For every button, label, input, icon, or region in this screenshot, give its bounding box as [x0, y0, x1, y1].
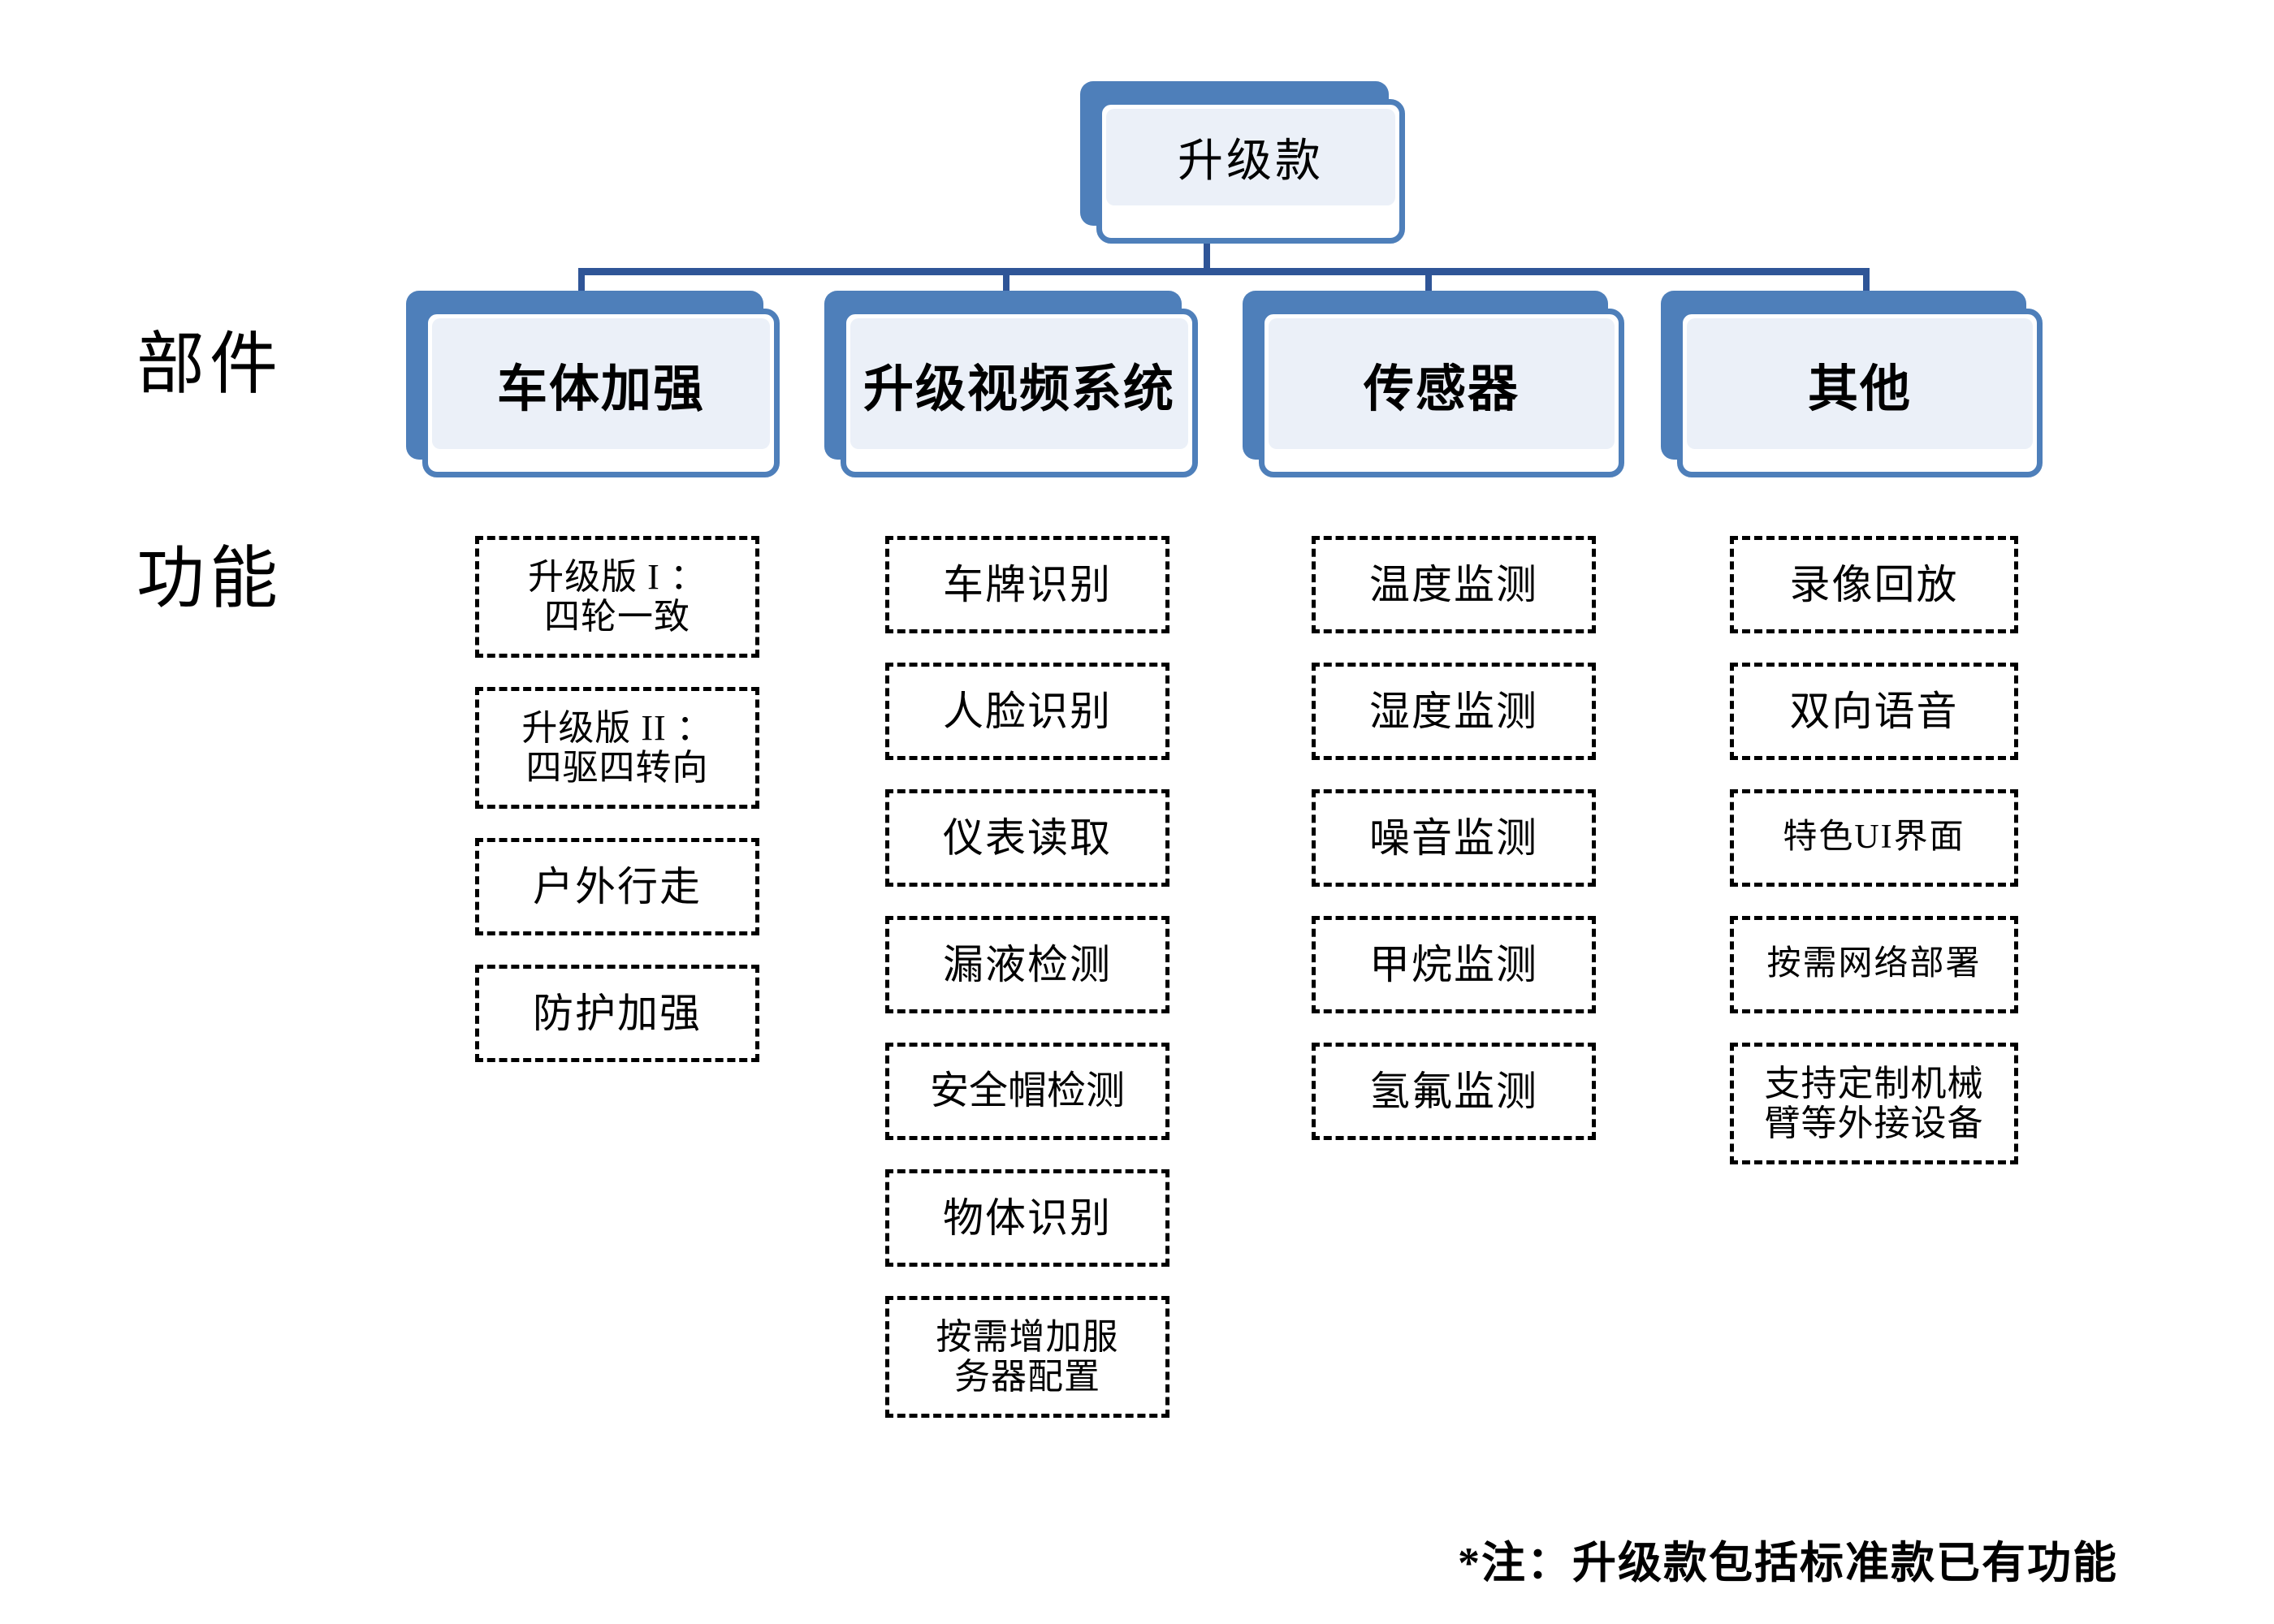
connector-drop-2: [1003, 271, 1009, 294]
function-box[interactable]: 录像回放: [1730, 536, 2018, 633]
function-box[interactable]: 车牌识别: [885, 536, 1169, 633]
function-box-label: 特色UI界面: [1783, 818, 1965, 857]
function-box[interactable]: 按需增加服 务器配置: [885, 1296, 1169, 1418]
function-box[interactable]: 特色UI界面: [1730, 789, 2018, 887]
connector-drop-1: [578, 271, 585, 294]
node-root-label: 升级款: [1178, 136, 1324, 187]
node-component-2-label: 升级视频系统: [862, 361, 1175, 417]
function-box-label: 按需网络部署: [1766, 945, 1982, 983]
function-box[interactable]: 仪表读取: [885, 789, 1169, 887]
function-box-label: 户外行走: [533, 864, 702, 909]
row-label-components: 部件: [136, 327, 283, 403]
function-box[interactable]: 氢氟监测: [1312, 1043, 1596, 1140]
node-component-2[interactable]: 升级视频系统: [824, 291, 1198, 477]
function-box-label: 升级版 II ： 四驱四转向: [521, 707, 713, 788]
node-component-4[interactable]: 其他: [1661, 291, 2043, 477]
function-box[interactable]: 漏液检测: [885, 916, 1169, 1013]
function-box-label: 安全帽检测: [929, 1069, 1125, 1113]
connector-root-stem: [1204, 244, 1210, 273]
node-component-3-front-card: 传感器: [1259, 309, 1624, 477]
node-root[interactable]: 升级款: [1080, 81, 1405, 244]
function-column-1: 升级版 I ： 四轮一致升级版 II ： 四驱四转向户外行走防护加强: [475, 536, 759, 1091]
function-box-label: 防护加强: [533, 991, 702, 1036]
function-column-2: 车牌识别人脸识别仪表读取漏液检测安全帽检测物体识别按需增加服 务器配置: [885, 536, 1169, 1447]
function-box-label: 车牌识别: [943, 562, 1112, 607]
function-box[interactable]: 温度监测: [1312, 536, 1596, 633]
connector-drop-3: [1425, 271, 1432, 294]
function-box-label: 甲烷监测: [1369, 942, 1538, 987]
function-box-label: 支持定制机械 臂等外接设备: [1764, 1063, 1984, 1143]
node-root-panel: 升级款: [1106, 109, 1395, 205]
function-box[interactable]: 双向语音: [1730, 663, 2018, 760]
function-box-label: 温度监测: [1369, 562, 1538, 607]
function-box-label: 按需增加服 务器配置: [936, 1316, 1119, 1397]
footnote-note: *注：升级款包括标准款已有功能: [1458, 1539, 2118, 1587]
function-box[interactable]: 甲烷监测: [1312, 916, 1596, 1013]
row-label-functions: 功能: [136, 542, 283, 617]
function-box[interactable]: 升级版 I ： 四轮一致: [475, 536, 759, 658]
function-box[interactable]: 升级版 II ： 四驱四转向: [475, 687, 759, 809]
function-box-label: 噪音监测: [1369, 815, 1538, 861]
function-box-label: 漏液检测: [943, 942, 1112, 987]
node-component-4-front-card: 其他: [1677, 309, 2043, 477]
node-component-3-panel: 传感器: [1269, 318, 1615, 449]
function-box[interactable]: 噪音监测: [1312, 789, 1596, 887]
node-component-1-front-card: 车体加强: [422, 309, 780, 477]
node-component-2-panel: 升级视频系统: [850, 318, 1188, 449]
node-component-4-panel: 其他: [1687, 318, 2033, 449]
node-component-4-label: 其他: [1807, 361, 1912, 417]
node-component-1-label: 车体加强: [496, 361, 705, 417]
function-box-label: 湿度监测: [1369, 689, 1538, 734]
function-box-label: 录像回放: [1789, 562, 1959, 607]
function-box[interactable]: 按需网络部署: [1730, 916, 2018, 1013]
function-column-3: 温度监测湿度监测噪音监测甲烷监测氢氟监测: [1312, 536, 1596, 1169]
function-box[interactable]: 安全帽检测: [885, 1043, 1169, 1140]
node-component-1[interactable]: 车体加强: [406, 291, 780, 477]
function-box[interactable]: 户外行走: [475, 838, 759, 935]
function-column-4: 录像回放双向语音特色UI界面按需网络部署支持定制机械 臂等外接设备: [1730, 536, 2018, 1194]
connector-horizontal-bus: [578, 268, 1870, 275]
node-component-3-label: 传感器: [1363, 361, 1520, 417]
connector-drop-4: [1863, 271, 1870, 294]
function-box[interactable]: 湿度监测: [1312, 663, 1596, 760]
function-box[interactable]: 支持定制机械 臂等外接设备: [1730, 1043, 2018, 1164]
function-box-label: 双向语音: [1789, 689, 1959, 734]
function-box-label: 升级版 I ： 四轮一致: [528, 556, 707, 637]
node-component-3[interactable]: 传感器: [1243, 291, 1624, 477]
function-box[interactable]: 物体识别: [885, 1169, 1169, 1267]
function-box[interactable]: 人脸识别: [885, 663, 1169, 760]
node-component-2-front-card: 升级视频系统: [841, 309, 1198, 477]
function-box[interactable]: 防护加强: [475, 965, 759, 1062]
function-box-label: 仪表读取: [943, 815, 1112, 861]
function-box-label: 人脸识别: [943, 689, 1112, 734]
function-box-label: 物体识别: [943, 1195, 1112, 1241]
node-component-1-panel: 车体加强: [432, 318, 770, 449]
node-root-front-card: 升级款: [1096, 99, 1405, 244]
function-box-label: 氢氟监测: [1369, 1069, 1538, 1114]
